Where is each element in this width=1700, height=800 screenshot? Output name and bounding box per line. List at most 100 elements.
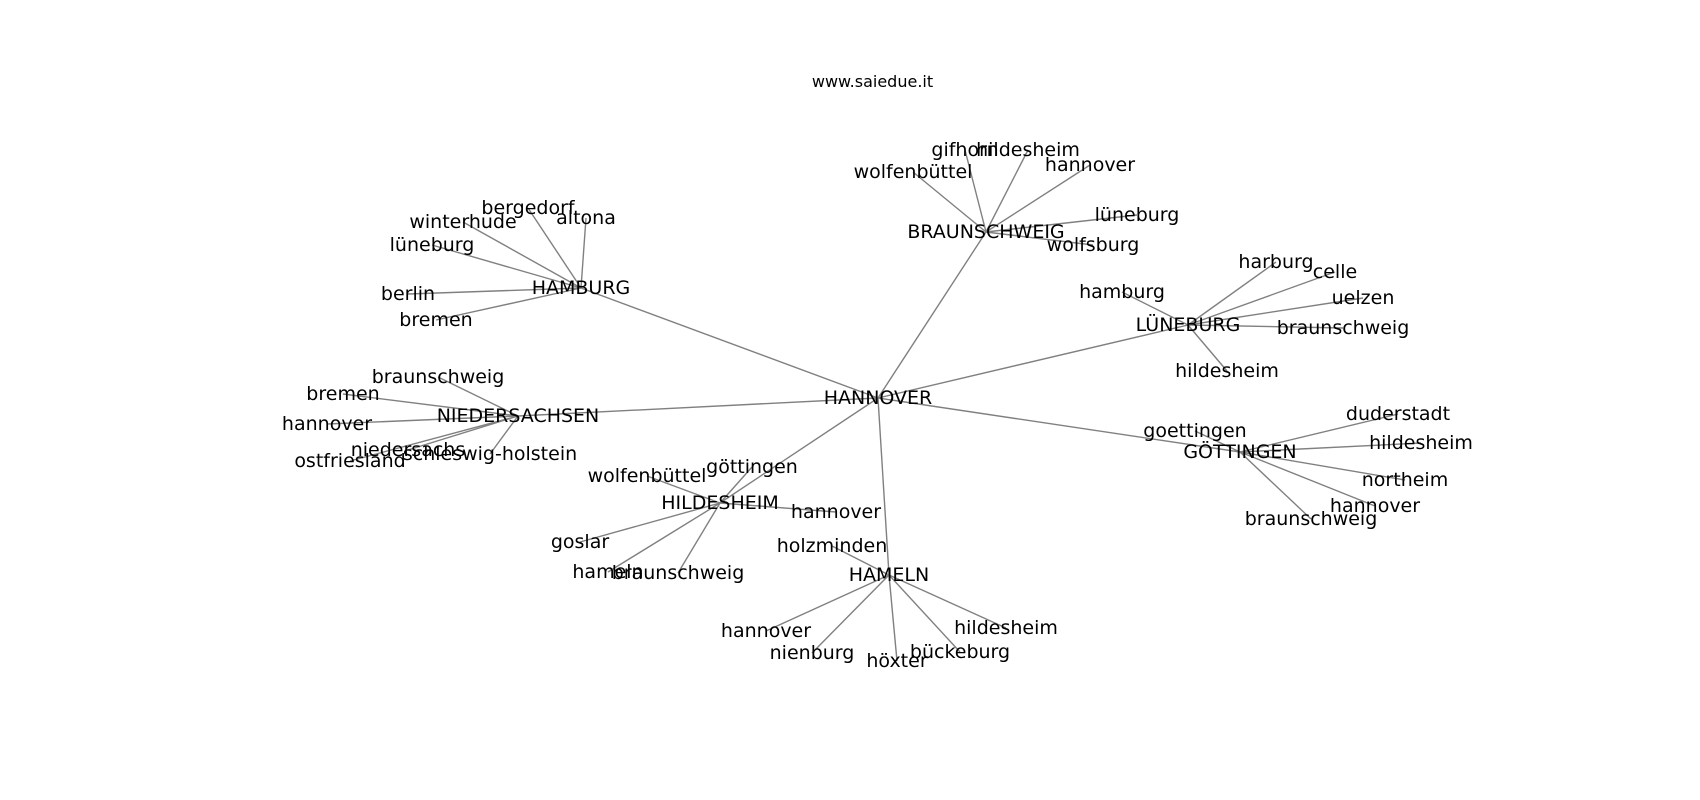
edge-goettingen-leaf <box>1239 442 1422 453</box>
leaf-node-label: hildesheim <box>976 139 1080 161</box>
cluster-node-lueneburg: LÜNEBURG <box>1136 313 1241 336</box>
edge-hildesheim-leaf <box>646 475 721 504</box>
cluster-node-hamburg: HAMBURG <box>532 277 631 299</box>
edge-lueneburg-leaf <box>1187 324 1344 329</box>
edge-root-goettingen <box>877 397 1241 453</box>
edge-braunschweig-leaf <box>985 231 1094 246</box>
leaf-node-label: hamburg <box>1079 281 1165 303</box>
leaf-node-label: bremen <box>306 383 379 405</box>
leaf-node-label: gifhorn <box>931 139 998 161</box>
edge-goettingen-leaf <box>1194 430 1241 453</box>
edge-niedersachsen-leaf <box>437 376 519 417</box>
cluster-node-hildesheim: HILDESHEIM <box>661 492 778 514</box>
leaf-node-label: holzminden <box>777 535 888 557</box>
edge-niedersachsen-leaf <box>326 415 519 425</box>
leaf-node-label: hannover <box>791 501 881 523</box>
edge-hameln-leaf <box>765 574 890 632</box>
leaf-node-label: niedersachs <box>351 439 466 461</box>
root-node-label: HANNOVER <box>824 387 933 409</box>
leaf-node-label: winterhude <box>409 211 516 233</box>
edge-root-hamburg <box>580 287 879 399</box>
leaf-node-label: braunschweig <box>1245 508 1378 530</box>
leaf-node-label: hannover <box>721 620 811 642</box>
edge-root-niedersachsen <box>517 397 879 417</box>
site-credit: www.saiedue.it <box>811 72 934 91</box>
edge-hamburg-leaf <box>462 221 582 289</box>
edge-goettingen-leaf <box>1239 451 1376 507</box>
edge-braunschweig-leaf <box>985 149 1029 233</box>
edge-niedersachsen-leaf <box>407 415 519 451</box>
leaf-node-label: hannover <box>1330 495 1420 517</box>
leaf-node-label: hildesheim <box>1369 432 1473 454</box>
edge-niedersachsen-leaf <box>489 415 519 455</box>
edge-braunschweig-leaf <box>912 171 987 233</box>
edge-goettingen-leaf <box>1239 451 1406 481</box>
leaf-node-label: wolfenbüttel <box>854 161 973 183</box>
leaf-node-label: uelzen <box>1332 287 1395 309</box>
leaf-node-label: hameln <box>572 561 643 583</box>
leaf-node-label: bückeburg <box>910 641 1010 663</box>
cluster-node-goettingen: GÖTTINGEN <box>1183 440 1296 463</box>
leaf-node-label: ostfriesland <box>294 450 405 472</box>
leaf-node-label: hildesheim <box>1175 360 1279 382</box>
edge-root-hameln <box>877 397 890 576</box>
edge-hildesheim-leaf <box>607 502 721 573</box>
edge-hamburg-leaf <box>407 287 582 295</box>
cluster-node-braunschweig: BRAUNSCHWEIG <box>907 221 1064 243</box>
edge-braunschweig-leaf <box>985 214 1138 233</box>
leaf-node-label: schleswig-holstein <box>403 443 577 465</box>
leaf-node-label: hannover <box>1045 154 1135 176</box>
edge-hameln-leaf <box>888 574 898 662</box>
edge-lueneburg-leaf <box>1187 271 1336 326</box>
leaf-node-label: wolfsburg <box>1047 234 1140 256</box>
edge-hamburg-leaf <box>527 207 582 289</box>
edge-hameln-leaf <box>888 574 1007 629</box>
edge-braunschweig-leaf <box>964 149 987 233</box>
leaf-node-label: höxter <box>866 650 927 672</box>
edge-hildesheim-leaf <box>719 466 753 504</box>
leaf-node-label: lüneburg <box>1095 204 1180 226</box>
leaf-node-label: celle <box>1313 261 1357 283</box>
edge-root-braunschweig <box>877 231 987 399</box>
cluster-node-hameln: HAMELN <box>849 564 929 586</box>
leaf-node-label: wolfenbüttel <box>588 465 707 487</box>
edge-goettingen-leaf <box>1239 413 1399 453</box>
edge-hameln-leaf <box>811 574 890 654</box>
leaf-node-label: goslar <box>551 531 610 553</box>
leaf-node-label: bremen <box>399 309 472 331</box>
leaf-node-label: altona <box>556 207 616 229</box>
edge-hameln-leaf <box>831 545 890 576</box>
edge-braunschweig-leaf <box>985 164 1091 233</box>
edge-root-hildesheim <box>719 397 879 504</box>
edges-layer <box>326 149 1422 662</box>
edge-lueneburg-leaf <box>1121 291 1189 326</box>
edge-hildesheim-leaf <box>719 502 837 513</box>
edge-lueneburg-leaf <box>1187 297 1364 326</box>
edge-hamburg-leaf <box>580 217 587 289</box>
edge-goettingen-leaf <box>1239 451 1312 520</box>
leaf-node-label: hildesheim <box>954 617 1058 639</box>
edge-lueneburg-leaf <box>1187 324 1228 372</box>
leaf-node-label: göttingen <box>706 456 798 478</box>
leaf-node-label: lüneburg <box>390 234 475 256</box>
leaf-node-label: braunschweig <box>372 366 505 388</box>
edge-hamburg-leaf <box>435 287 582 321</box>
leaf-node-label: bergedorf <box>481 197 575 219</box>
leaf-node-label: berlin <box>381 283 435 305</box>
leaf-node-label: duderstadt <box>1346 403 1450 425</box>
leaf-node-label: braunschweig <box>1277 317 1410 339</box>
edge-niedersachsen-leaf <box>349 415 519 462</box>
leaf-node-label: harburg <box>1238 251 1313 273</box>
edge-hildesheim-leaf <box>579 502 721 543</box>
cluster-node-niedersachsen: NIEDERSACHSEN <box>437 405 600 427</box>
edge-lueneburg-leaf <box>1187 261 1277 326</box>
leaf-node-label: nienburg <box>770 642 855 664</box>
edge-hildesheim-leaf <box>677 502 721 574</box>
edge-niedersachsen-leaf <box>342 393 519 417</box>
edge-hamburg-leaf <box>431 244 582 289</box>
edge-hameln-leaf <box>888 574 961 653</box>
leaf-node-label: goettingen <box>1143 420 1246 442</box>
edge-root-lueneburg <box>877 324 1189 399</box>
